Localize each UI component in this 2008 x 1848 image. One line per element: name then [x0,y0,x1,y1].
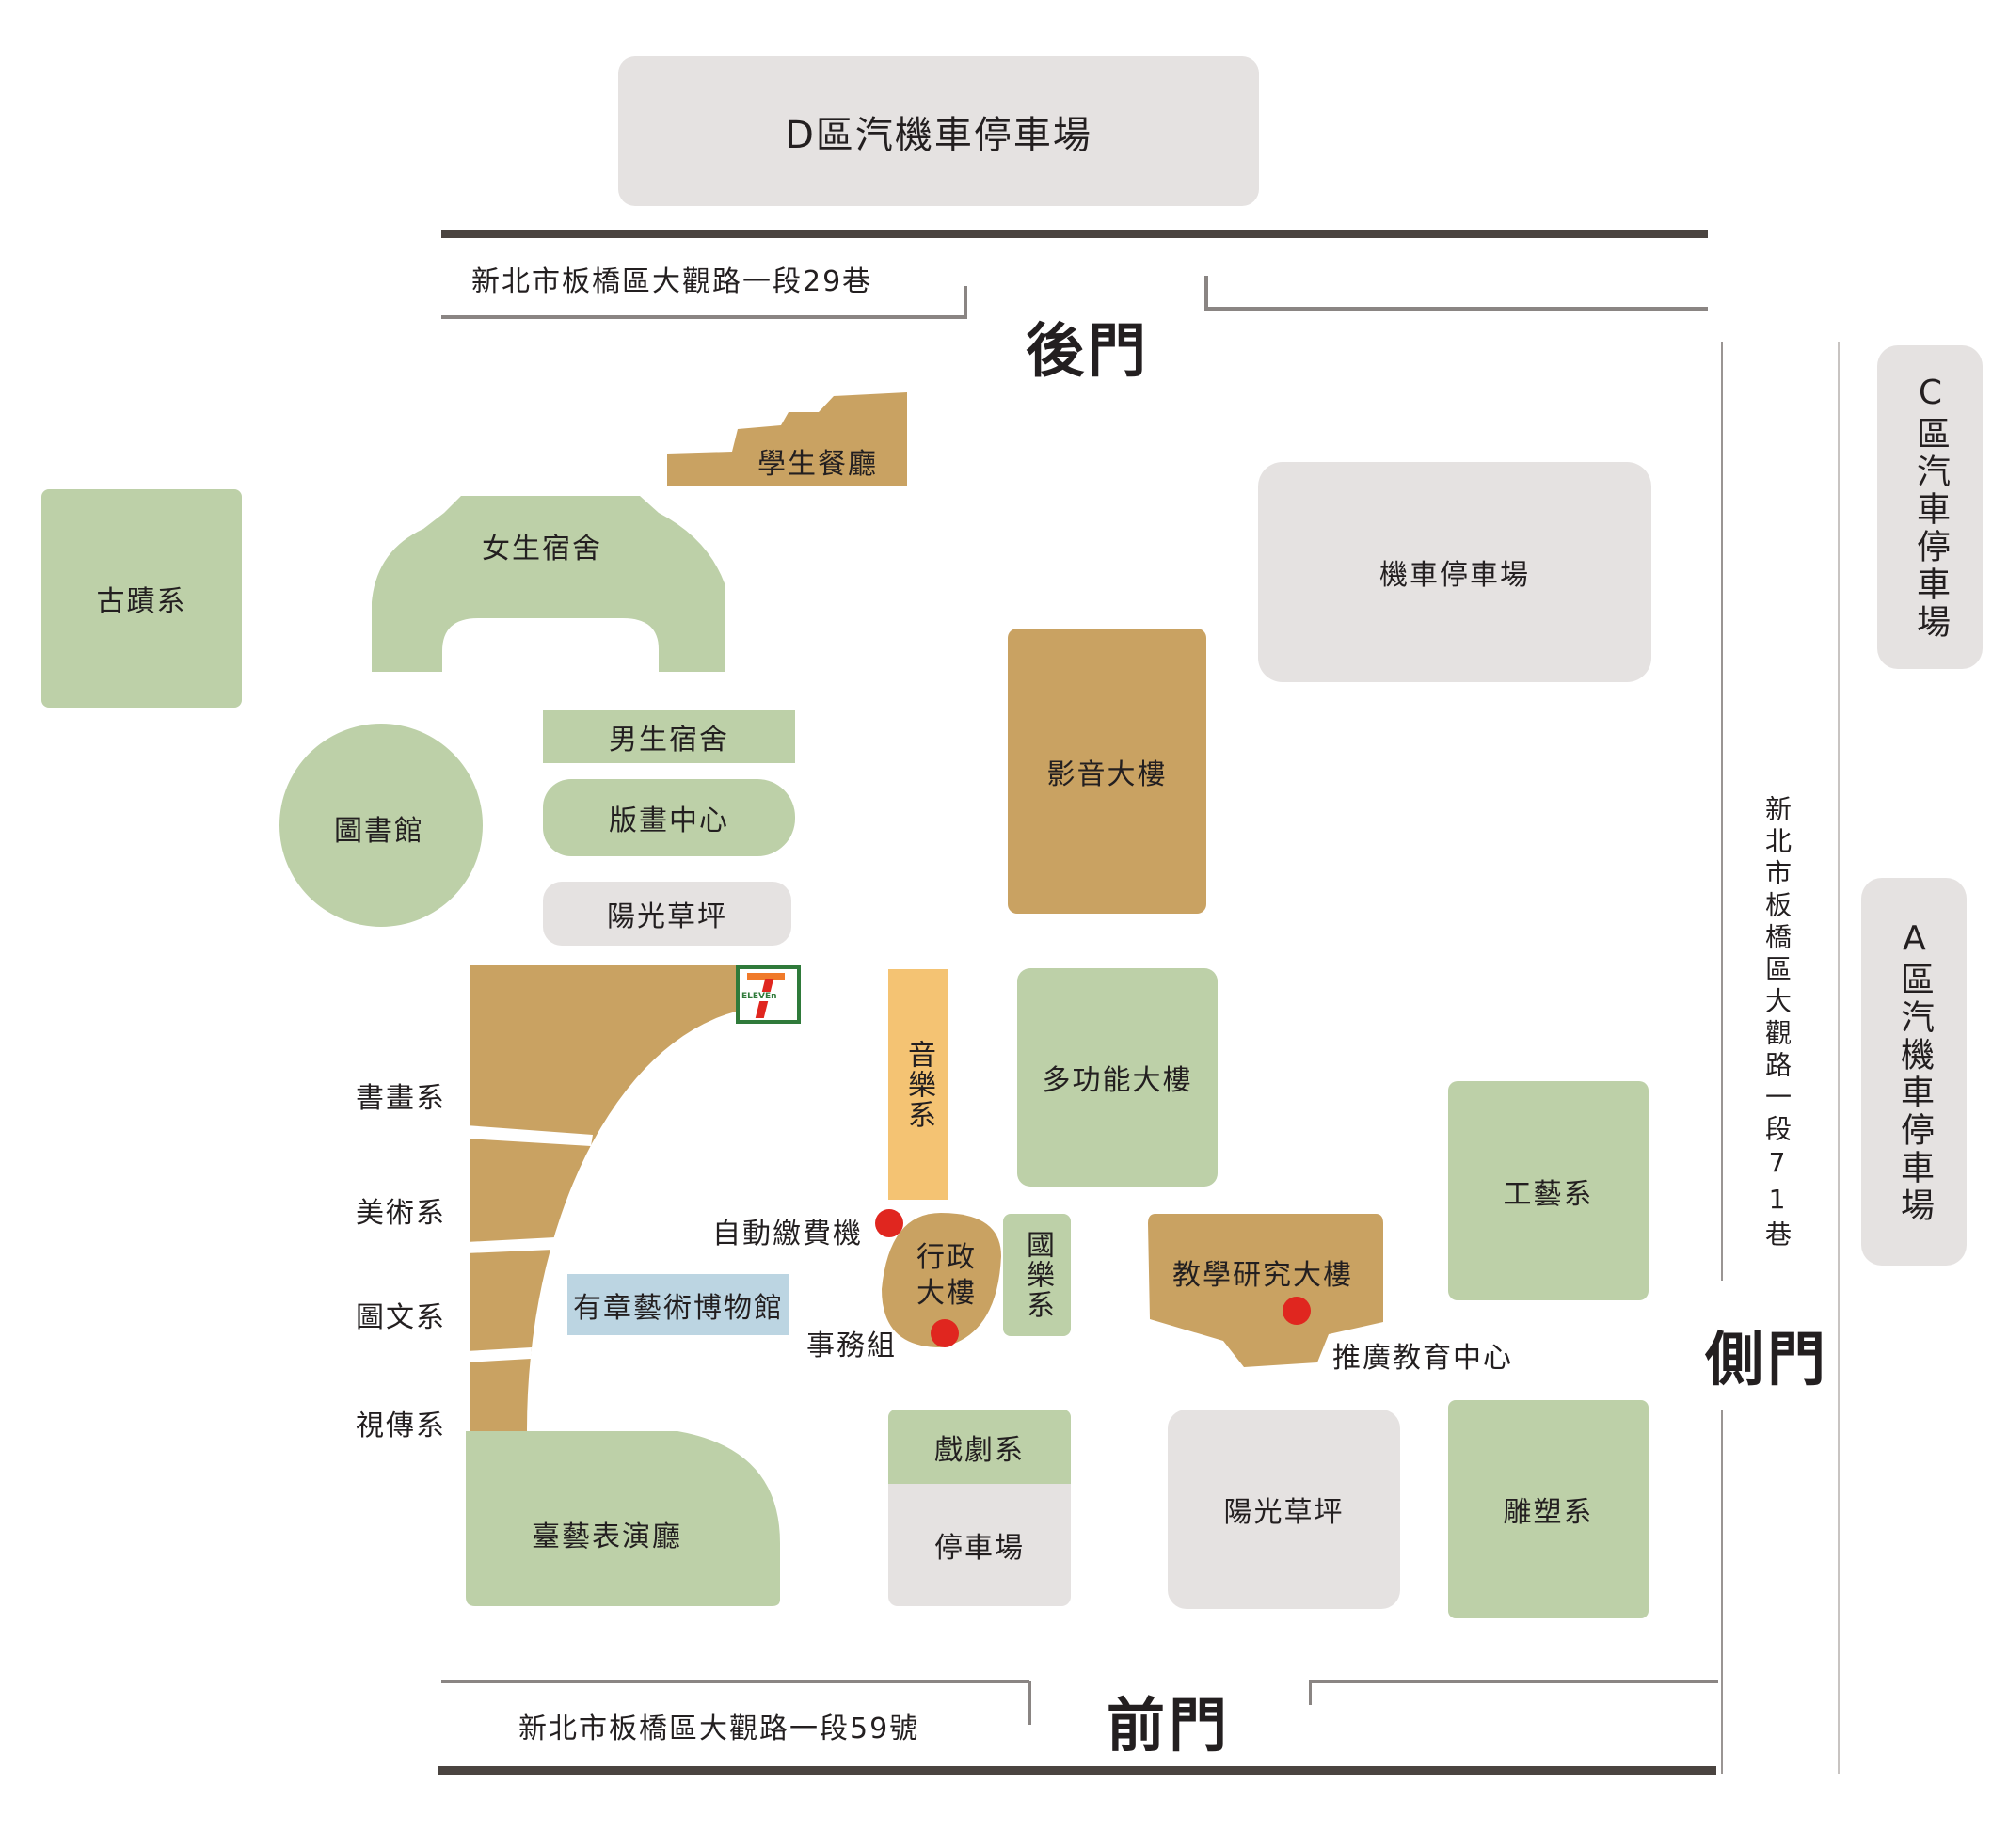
seven-eleven-logo-icon: ELEVEn [740,969,797,1020]
cafeteria-label: 學生餐廳 [757,448,878,481]
scooter-parking[interactable]: 機車停車場 [1258,462,1651,682]
sunny-lawn-2[interactable]: 陽光草坪 [1168,1410,1400,1609]
affairs-office-label: 事務組 [806,1330,897,1362]
road-top-edge-tick [1204,276,1208,309]
parking-c-label: C區汽車停車場 [1911,373,1950,642]
cafeteria-shape[interactable] [667,392,907,486]
performance-hall-label: 臺藝表演廳 [532,1521,682,1553]
girls-dorm-label: 女生宿舍 [482,533,602,566]
extension-center-label: 推廣教育中心 [1332,1342,1513,1375]
payment-machine-marker[interactable] [875,1209,903,1237]
drama-dept[interactable]: 戲劇系 [888,1410,1071,1484]
parking-a[interactable]: A區汽機車停車場 [1861,878,1967,1266]
road-right-line [1721,1410,1723,1774]
multipurpose-building[interactable]: 多功能大樓 [1017,968,1218,1187]
road-bottom-edge-tick [1028,1681,1031,1725]
chinese-music-dept-label: 國樂系 [1021,1230,1054,1320]
art-museum-label: 有章藝術博物館 [573,1291,784,1325]
printmaking-center-label: 版畫中心 [609,805,729,837]
road-top-edge-left [441,315,965,319]
road-bottom-edge-tick [1309,1681,1312,1705]
extension-center-marker[interactable] [1283,1297,1311,1325]
dept-label-calligraphy: 書畫系 [356,1082,446,1115]
dept-label-graphic: 圖文系 [356,1301,446,1334]
road-right-line [1721,342,1723,1281]
art-museum[interactable]: 有章藝術博物館 [567,1274,789,1335]
parking-lot-label: 停車場 [934,1532,1025,1565]
dept-label-visual-comm: 視傳系 [356,1410,446,1442]
side-gate-label[interactable]: 側門 [1704,1325,1830,1394]
road-top-edge-right [1204,307,1708,311]
media-building-label: 影音大樓 [1046,757,1168,791]
drama-dept-label: 戲劇系 [934,1433,1025,1467]
parking-a-label: A區汽機車停車場 [1895,918,1934,1225]
dept-label-fine-arts: 美術系 [356,1197,446,1230]
front-gate-label[interactable]: 前門 [1106,1691,1232,1760]
music-dept[interactable]: 音樂系 [888,969,948,1200]
girls-dorm-shape[interactable] [372,496,725,672]
parking-d-label: D區汽機車停車場 [785,113,1092,157]
payment-machine-label: 自動繳費機 [712,1218,863,1251]
road-bottom-label: 新北市板橋區大觀路一段59號 [518,1713,920,1745]
road-right-outer-line [1838,342,1840,1774]
crafts-dept[interactable]: 工藝系 [1448,1081,1649,1300]
boys-dorm[interactable]: 男生宿舍 [543,710,795,763]
crafts-dept-label: 工藝系 [1503,1177,1594,1211]
seven-eleven-logo-text: ELEVEn [741,992,777,1001]
library-shape[interactable] [279,724,483,927]
chinese-music-dept[interactable]: 國樂系 [1003,1214,1071,1336]
parking-c[interactable]: C區汽車停車場 [1877,345,1983,669]
admin-building-label: 行政大樓 [916,1241,977,1310]
sunny-lawn-1-label: 陽光草坪 [607,900,727,933]
boys-dorm-label: 男生宿舍 [609,724,729,757]
road-right-label: 新北市板橋區大觀路一段71巷 [1761,795,1793,1252]
arts-departments-shape[interactable] [470,965,736,1431]
seven-eleven-store[interactable]: ELEVEn [736,965,801,1024]
scooter-parking-label: 機車停車場 [1379,559,1530,592]
road-top-label: 新北市板橋區大觀路一段29巷 [471,265,873,298]
performance-hall-shape[interactable] [466,1431,780,1606]
parking-d[interactable]: D區汽機車停車場 [618,56,1259,206]
sculpture-dept[interactable]: 雕塑系 [1448,1400,1649,1618]
affairs-office-marker[interactable] [931,1319,959,1347]
heritage-dept[interactable]: 古蹟系 [41,489,242,708]
teaching-building-label: 教學研究大樓 [1172,1259,1353,1292]
library-label: 圖書館 [334,815,424,848]
teaching-building-shape[interactable] [1148,1214,1383,1367]
admin-building-shape[interactable] [882,1213,1001,1347]
back-gate-label[interactable]: 後門 [1025,316,1151,385]
media-building[interactable]: 影音大樓 [1008,629,1206,914]
road-top-line [441,230,1708,238]
sunny-lawn-2-label: 陽光草坪 [1223,1496,1345,1529]
printmaking-center[interactable]: 版畫中心 [543,779,795,856]
road-bottom-edge-left [441,1680,1029,1683]
multipurpose-building-label: 多功能大樓 [1042,1064,1193,1097]
road-top-edge-tick [964,286,967,319]
sunny-lawn-1[interactable]: 陽光草坪 [543,882,791,946]
heritage-dept-label: 古蹟系 [96,585,187,618]
music-dept-label: 音樂系 [902,1039,935,1130]
road-bottom-edge-right [1309,1680,1718,1683]
road-bottom-line [438,1766,1716,1775]
parking-lot[interactable]: 停車場 [888,1484,1071,1606]
sculpture-dept-label: 雕塑系 [1503,1496,1594,1529]
